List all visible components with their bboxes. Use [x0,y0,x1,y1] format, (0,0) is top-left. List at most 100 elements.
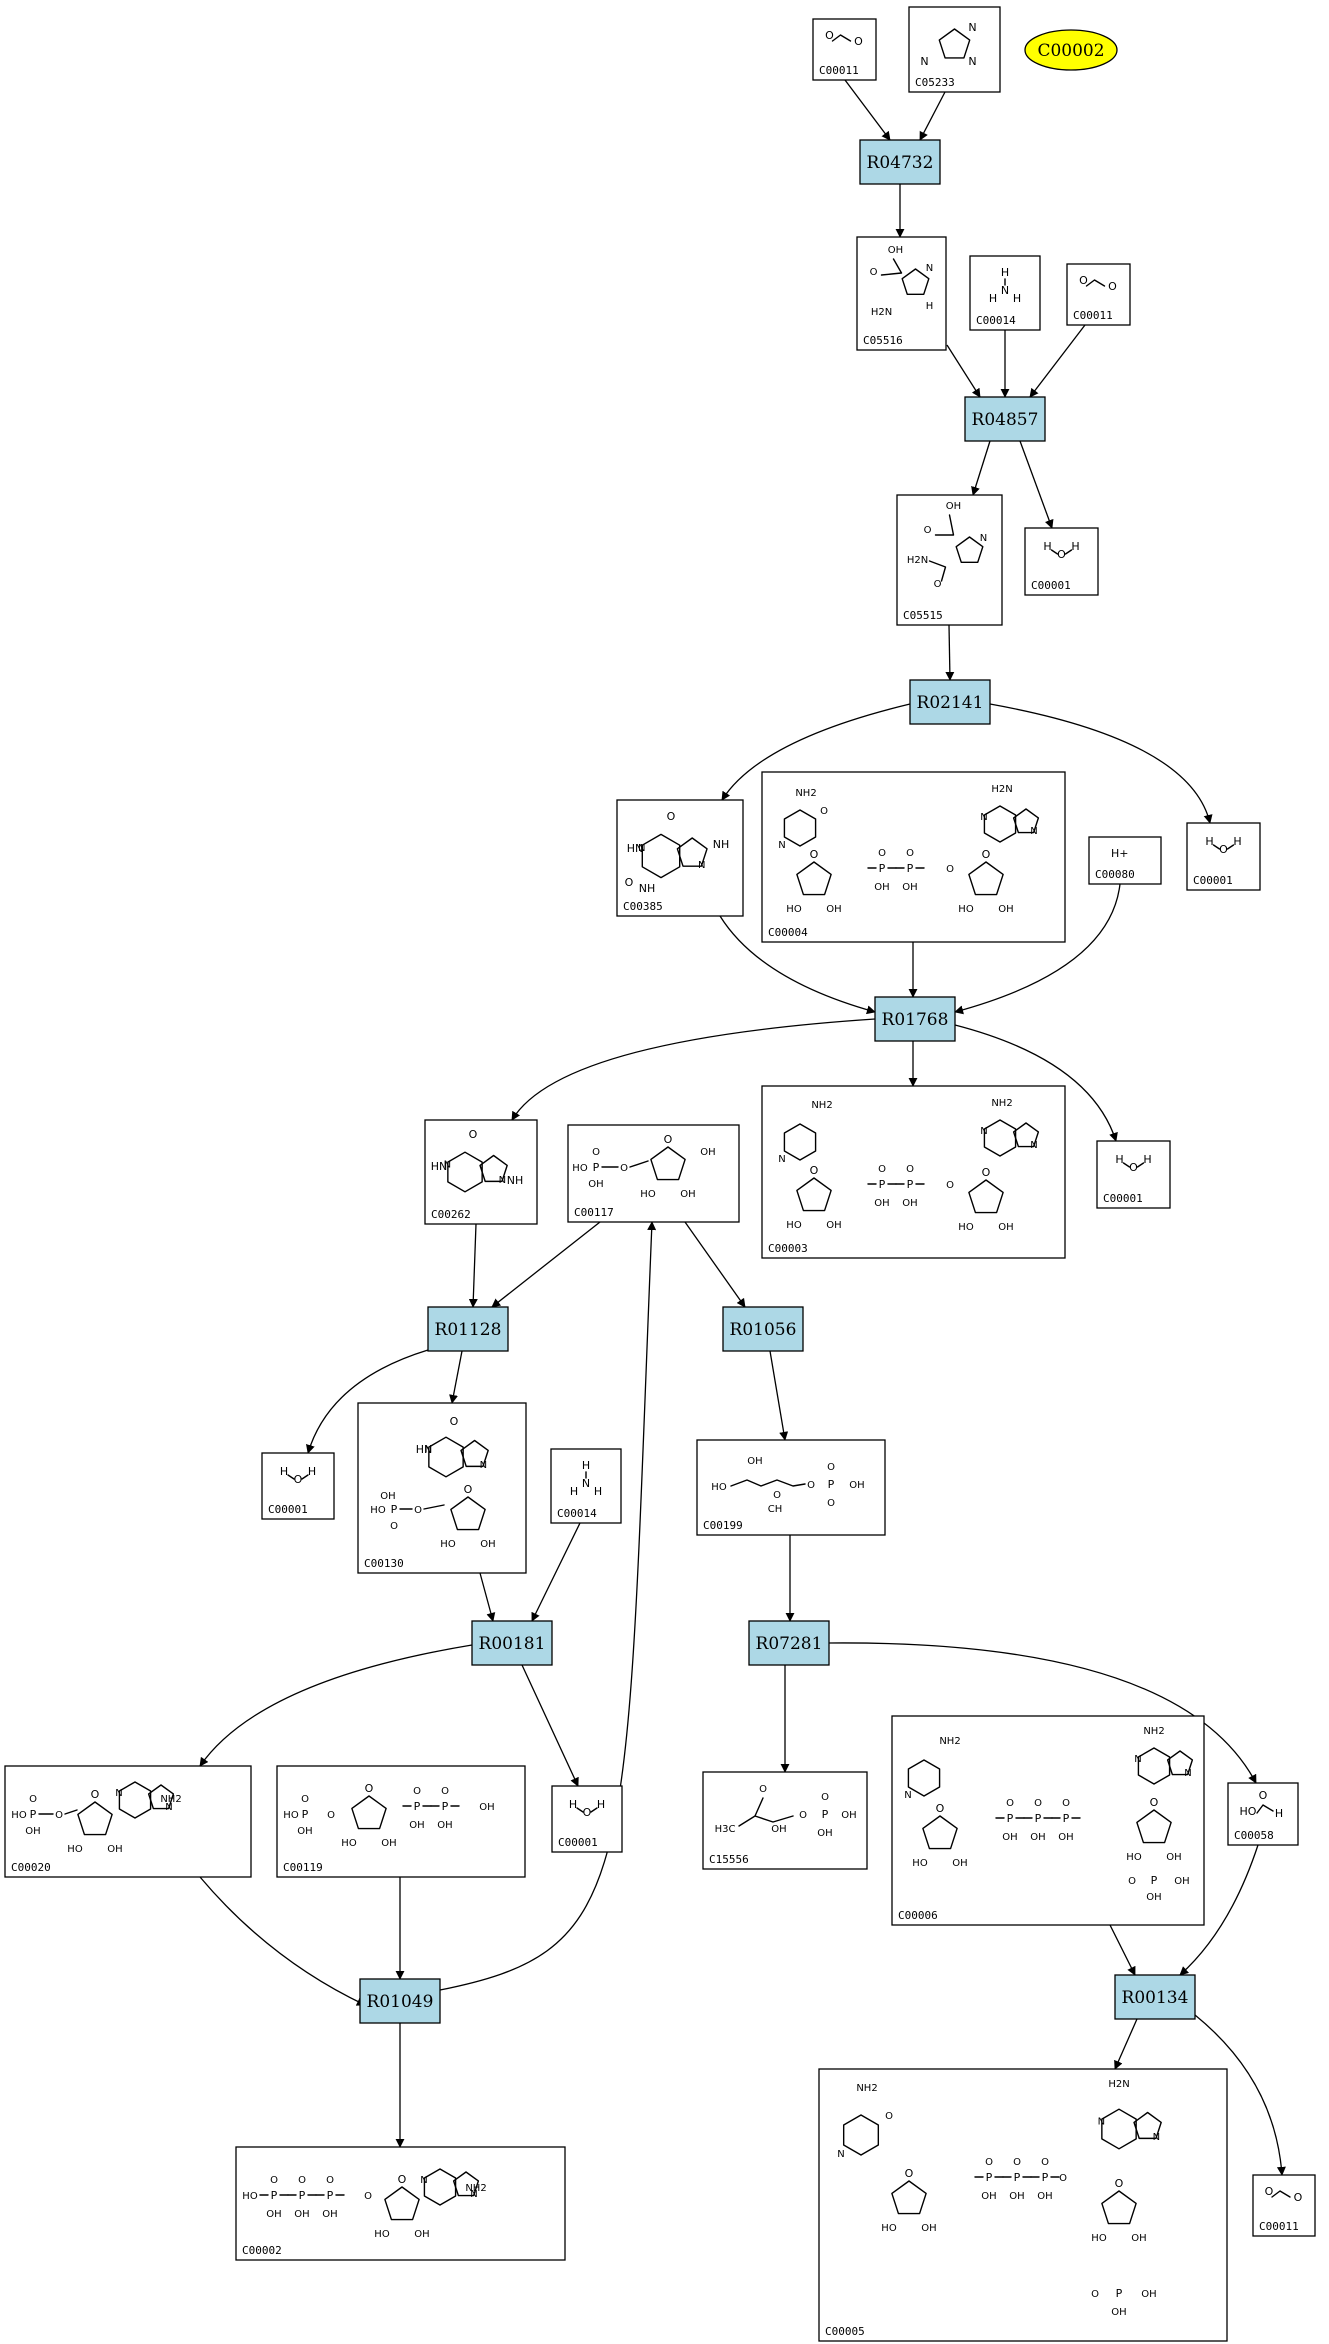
reaction-label: R04857 [972,410,1039,430]
compound-frame[interactable] [1088,836,1162,885]
compound-frame[interactable] [1096,1140,1171,1209]
compound-frame[interactable] [908,6,1001,93]
compound-frame[interactable] [424,1119,538,1225]
reaction-box[interactable] [1114,1974,1196,2020]
edge-R04857-to-c00001-a [1019,440,1054,529]
compound-id: C00385 [623,900,663,913]
reaction-box[interactable] [964,396,1046,442]
query-compound[interactable]: C00002 [1024,29,1118,71]
edge-R00181-to-c00020 [199,1644,473,1767]
reaction-box[interactable] [909,679,991,725]
compound-frame[interactable] [696,1439,886,1536]
reaction-box[interactable] [859,139,941,185]
water-structure-icon: HOH [1205,835,1241,856]
compound-frame[interactable] [969,255,1041,331]
reaction-R07281[interactable]: R07281 [748,1620,830,1666]
atom-label: O [469,1128,478,1141]
reaction-R04857[interactable]: R04857 [964,396,1046,442]
bond [452,2171,480,2197]
compound-frame[interactable] [1024,527,1099,596]
compound-frame[interactable] [550,1448,622,1524]
compound-frame[interactable] [1066,263,1131,326]
compound-frame[interactable] [891,1715,1205,1926]
reaction-R01049[interactable]: R01049 [359,1978,441,2024]
reaction-box[interactable] [748,1620,830,1666]
compound-frame[interactable] [567,1124,740,1223]
reaction-R01056[interactable]: R01056 [722,1306,804,1352]
atom-label: O [414,1505,422,1516]
oxygen-label: O [878,848,886,859]
compound-frame[interactable] [357,1402,527,1574]
phosphorus-label: P [1063,1812,1070,1825]
compound-frame[interactable] [4,1765,252,1878]
reaction-R01768[interactable]: R01768 [874,996,956,1042]
compound-frame[interactable] [261,1452,335,1520]
hydroxyl-label: OH [1009,2191,1024,2202]
reaction-box[interactable] [471,1620,553,1666]
compound-frame[interactable] [818,2068,1228,2342]
reaction-R01128[interactable]: R01128 [427,1306,509,1352]
compound-c00080[interactable]: H+C00080 [1088,836,1162,885]
atom-label: O [1128,1876,1136,1887]
compound-frame[interactable] [1227,1782,1299,1846]
bond [968,1179,1004,1214]
compound-frame[interactable] [812,18,877,81]
reaction-R04732[interactable]: R04732 [859,139,941,185]
compound-id: C00004 [768,926,808,939]
compound-frame[interactable] [551,1785,623,1853]
compound-frame[interactable] [856,236,947,351]
compound-frame[interactable] [761,771,1066,943]
compound-frame[interactable] [1252,2174,1316,2237]
reaction-box[interactable] [722,1306,804,1352]
bond [968,861,1004,896]
reaction-R02141[interactable]: R02141 [909,679,991,725]
bond [922,1815,958,1850]
edge-c05233-to-R04732 [919,91,946,141]
compound-frame[interactable] [276,1765,526,1878]
compound-frame[interactable] [702,1771,868,1870]
atom-label: H [1013,292,1021,305]
reaction-R00134[interactable]: R00134 [1114,1974,1196,2020]
reaction-box[interactable] [359,1978,441,2024]
reaction-R00181[interactable]: R00181 [471,1620,553,1666]
reaction-box[interactable] [427,1306,509,1352]
hydroxyl-label: HO [881,2223,897,2234]
hydroxyl-label: HO [958,1222,974,1233]
nitrogen-label: N [698,860,705,871]
query-ellipse[interactable] [1024,29,1118,71]
compound-frame[interactable] [1186,822,1261,891]
compound-frame[interactable] [235,2146,566,2261]
phosphorus-label: P [1042,2171,1049,2184]
reaction-box[interactable] [874,996,956,1042]
compound-frame[interactable] [761,1085,1066,1259]
